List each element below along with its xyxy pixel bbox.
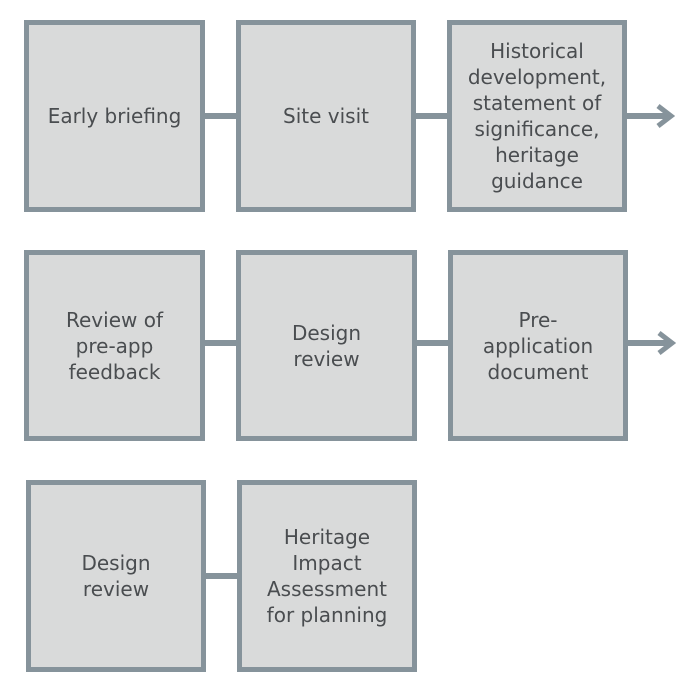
step-label: Historical development, statement of sig… [467, 39, 607, 193]
step-pre-application-document: Pre- application document [448, 250, 628, 441]
arrow-right-icon [627, 104, 675, 128]
step-label: Design review [81, 551, 151, 601]
connector-line [417, 340, 448, 346]
connector-line [206, 573, 237, 579]
step-label: Site visit [283, 104, 369, 128]
step-site-visit: Site visit [236, 20, 416, 212]
connector-line [416, 113, 447, 119]
step-label: Heritage Impact Assessment for planning [266, 525, 388, 627]
step-review-pre-app-feedback: Review of pre-app feedback [24, 250, 205, 441]
step-design-review: Design review [236, 250, 417, 441]
step-label: Pre- application document [482, 307, 594, 384]
connector-line [205, 340, 236, 346]
step-design-review-final: Design review [26, 480, 206, 672]
step-historical-development: Historical development, statement of sig… [447, 20, 627, 212]
step-label: Design review [291, 320, 362, 371]
step-label: Review of pre-app feedback [66, 307, 163, 384]
connector-line [205, 113, 236, 119]
step-heritage-impact-assessment: Heritage Impact Assessment for planning [237, 480, 417, 672]
arrow-right-icon [628, 331, 676, 355]
step-label: Early briefing [47, 104, 182, 128]
step-early-briefing: Early briefing [24, 20, 205, 212]
